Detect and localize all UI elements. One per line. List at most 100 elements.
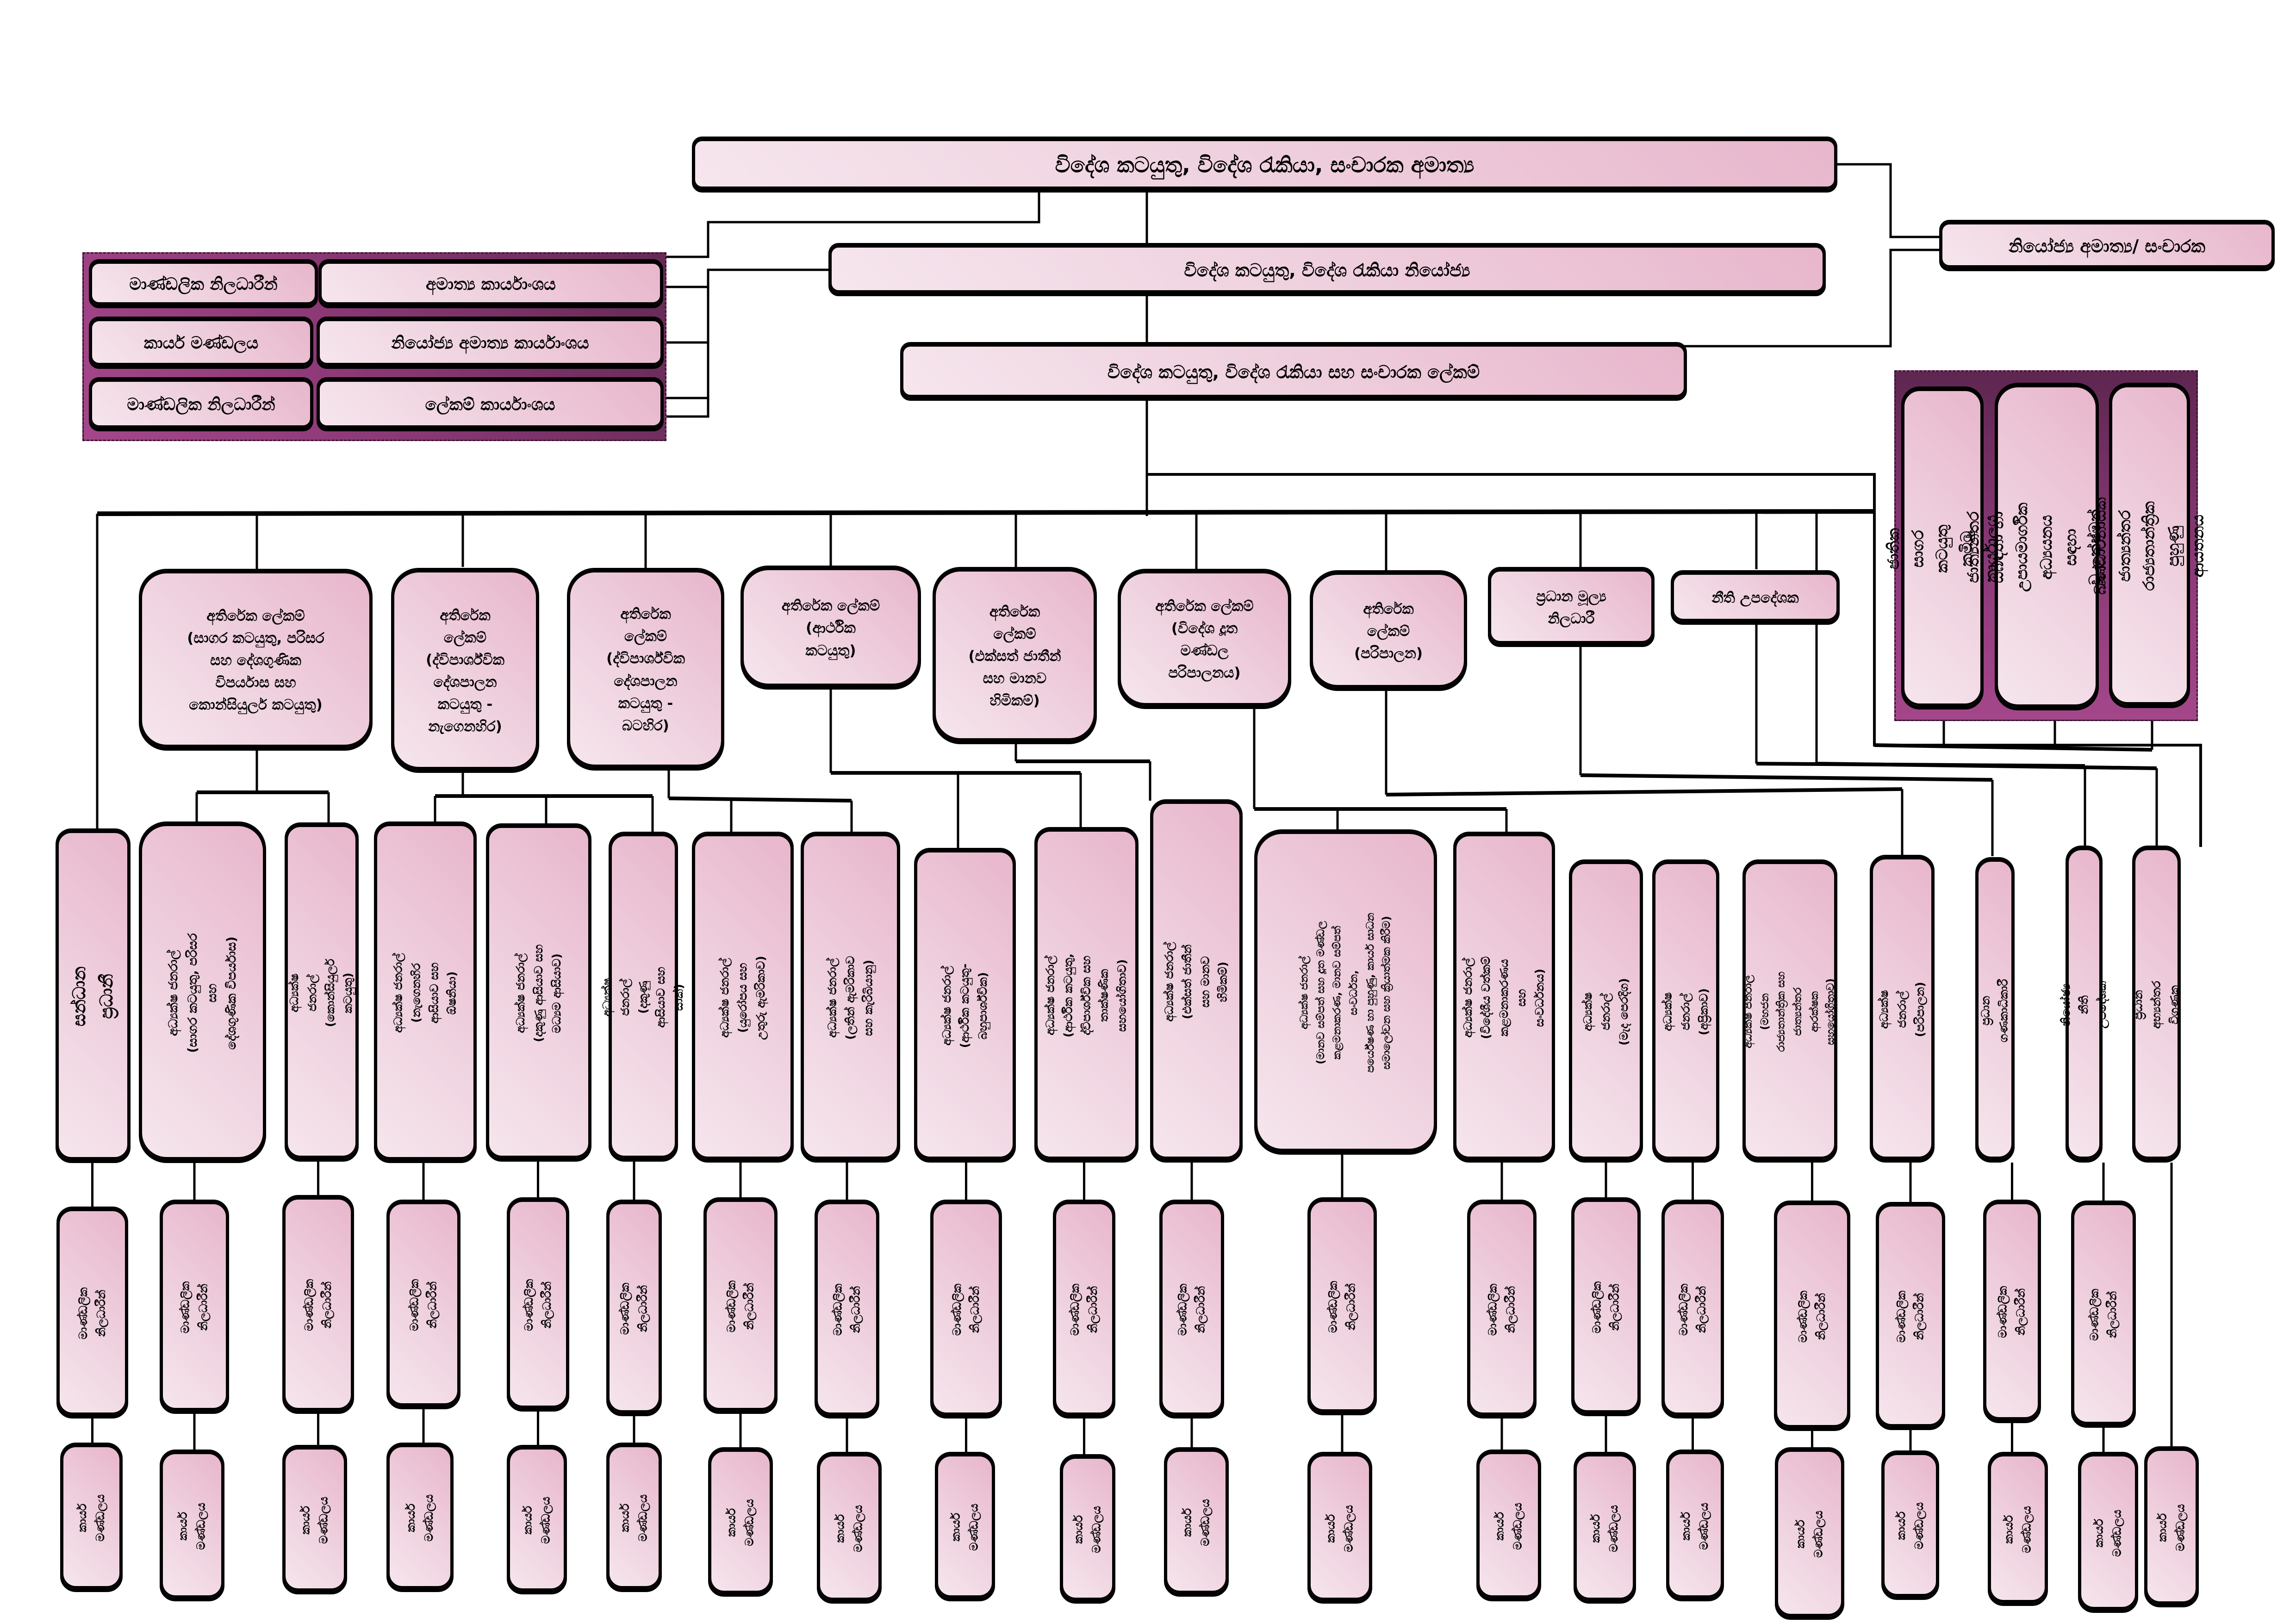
institute-box-3[interactable]: බණ්ඩාරනායක ජාත්‍යන්තර රාජ්‍යතාන්ත්‍රික ප…: [2091, 384, 2208, 708]
staff-box-10[interactable]: කාර්ය මණ්ඩලය: [1060, 1456, 1115, 1604]
label: ප්‍රධාන අභ්‍යන්තර විගණක: [2131, 981, 2181, 1029]
director-box-10[interactable]: අධ්‍යක්ෂ ජනරාල් (ආර්ථික කටයුතු, ද්විපාර්…: [1034, 828, 1139, 1163]
additional-secretary-box-4[interactable]: අතිරේක ලේකම් (ආර්ථික කටයුතු): [740, 567, 921, 690]
label: මාණ්ඩලික නිලධාරීන්: [2087, 1288, 2119, 1341]
staff-officers-box-15[interactable]: මාණ්ඩලික නිලධාරීන්: [1661, 1201, 1724, 1419]
left-panel-staff-1[interactable]: මාණ්ඩලික නිලධාරීන්: [89, 261, 318, 308]
director-box-7[interactable]: අධ්‍යක්ෂ ජනරාල් (යුරෝපය සහ උතුරු ඇමරිකාව…: [692, 833, 794, 1163]
label: අධ්‍යක්ෂ ජනරාල් (විදේශීය වත්කම් කළමනාකරණ…: [1461, 956, 1547, 1039]
additional-secretary-box-8[interactable]: ප්‍රධාන මූල්‍ය නිලධාරී: [1488, 568, 1655, 647]
staff-box-12[interactable]: කාර්ය මණ්ඩලය: [1307, 1453, 1372, 1604]
staff-box-8[interactable]: කාර්ය මණ්ඩලය: [817, 1453, 882, 1604]
director-box-9[interactable]: අධ්‍යක්ෂ ජනරාල් (ආර්ථික කටයුතු- බහුපාර්ශ…: [914, 849, 1016, 1163]
staff-officers-box-4[interactable]: මාණ්ඩලික නිලධාරීන්: [386, 1201, 460, 1409]
deputy-minister-office-box[interactable]: නියෝජ්‍ය අමාත්‍ය කාර්යාංශය: [317, 318, 664, 369]
staff-officers-box-2[interactable]: මාණ්ඩලික නිලධාරීන්: [160, 1201, 229, 1414]
staff-officers-box-14[interactable]: මාණ්ඩලික නිලධාරීන්: [1571, 1199, 1641, 1416]
staff-box-17[interactable]: කාර්ය මණ්ඩලය: [1881, 1452, 1939, 1600]
staff-officers-box-19[interactable]: මාණ්ඩලික නිලධාරීන්: [2071, 1202, 2136, 1428]
label: අතිරේක ලේකම් (ද්විපාර්ශ්වික දේශපාලන කටයු…: [426, 607, 504, 735]
director-box-2[interactable]: අධ්‍යක්ෂ ජනරාල් (සාගර කටයුතු, පරිසර සහ ද…: [139, 823, 266, 1163]
staff-officers-box-13[interactable]: මාණ්ඩලික නිලධාරීන්: [1467, 1201, 1537, 1419]
label: කාර්ය මණ්ඩලය: [724, 1499, 756, 1546]
staff-box-6[interactable]: කාර්ය මණ්ඩලය: [606, 1444, 662, 1592]
staff-box-13[interactable]: කාර්ය මණ්ඩලය: [1476, 1451, 1541, 1601]
director-box-15[interactable]: අධ්‍යක්ෂ ජනරාල් (අප්‍රිකාව): [1652, 861, 1719, 1163]
additional-secretary-box-6[interactable]: අතිරේක ලේකම් (විදේශ දූත මණ්ඩල පරිපාලනය): [1118, 570, 1291, 709]
minister-box[interactable]: විදේශ කටයුතු, විදේශ රැකියා, සංචාරක අමාත්…: [692, 138, 1837, 193]
staff-officers-box-16[interactable]: මාණ්ඩලික නිලධාරීන්: [1774, 1202, 1850, 1431]
director-box-19[interactable]: නියෝජ්‍ය නීති උපදේශක: [2059, 847, 2108, 1163]
staff-officers-box-8[interactable]: මාණ්ඩලික නිලධාරීන්: [815, 1201, 879, 1419]
staff-officers-box-17[interactable]: මාණ්ඩලික නිලධාරීන්: [1876, 1203, 1945, 1430]
staff-box-15[interactable]: කාර්ය මණ්ඩලය: [1666, 1451, 1724, 1601]
director-box-4[interactable]: අධ්‍යක්ෂ ජනරාල් (නැගෙනහිර ආසියාව සහ ඕෂනි…: [374, 823, 477, 1163]
staff-box-20[interactable]: කාර්ය මණ්ඩලය: [2144, 1448, 2199, 1607]
additional-secretary-box-2[interactable]: අතිරේක ලේකම් (ද්විපාර්ශ්වික දේශපාලන කටයු…: [391, 569, 539, 773]
label: මාණ්ඩලික නිලධාරීන්: [1326, 1281, 1357, 1333]
staff-box-5[interactable]: කාර්ය මණ්ඩලය: [507, 1446, 567, 1594]
director-box-5[interactable]: අධ්‍යක්ෂ ජනරාල් (දකුණු ආසියාව සහ මධ්‍යම …: [486, 825, 591, 1162]
additional-secretary-box-7[interactable]: අතිරේක ලේකම් (පරිපාලන): [1310, 572, 1467, 691]
additional-secretary-box-3[interactable]: අතිරේක ලේකම් (ද්විපාර්ශ්වික දේශපාලන කටයු…: [567, 569, 724, 771]
staff-box-2[interactable]: කාර්ය මණ්ඩලය: [160, 1451, 224, 1601]
left-panel-staff-3[interactable]: මාණ්ඩලික නිලධාරීන්: [89, 379, 313, 431]
director-box-16[interactable]: අධ්‍යක්ෂ ජනරාල් (මහජන රාජ්‍යතාන්ත්‍රික ස…: [1742, 861, 1837, 1163]
director-box-20[interactable]: ප්‍රධාන අභ්‍යන්තර විගණක: [2131, 847, 2181, 1163]
deputy-minister-box[interactable]: විදේශ කටයුතු, විදේශ රැකියා නියෝජ්‍ය: [828, 244, 1826, 296]
deputy-minister-tourism-label: නියෝජ්‍ය අමාත්‍ය/ සංචාරක: [2008, 236, 2206, 256]
label: ප්‍රධාන ගණකාධිකාරී: [1979, 979, 2010, 1042]
director-box-6[interactable]: අධ්‍යක්ෂ ජනරාල් (දකුණු ආසියාව සහ සාක්): [600, 833, 685, 1162]
secretary-office-box[interactable]: ලේකම් කාර්යාංශය: [317, 379, 664, 431]
secretary-box[interactable]: විදේශ කටයුතු, විදේශ රැකියා සහ සංචාරක ලේක…: [900, 343, 1687, 401]
director-box-17[interactable]: අධ්‍යක්ෂ ජනරාල් (පරිපාලන): [1870, 856, 1935, 1163]
staff-officers-box-7[interactable]: මාණ්ඩලික නිලධාරීන්: [703, 1199, 778, 1414]
staff-box-7[interactable]: කාර්ය මණ්ඩලය: [708, 1449, 773, 1597]
additional-secretary-box-1[interactable]: අතිරේක ලේකම් (සාගර කටයුතු, පරිසර සහ දේශග…: [139, 570, 373, 751]
director-box-12[interactable]: අධ්‍යක්ෂ ජනරාල් (මානව සම්පත් සහ දූත මණ්ඩ…: [1254, 831, 1437, 1155]
staff-box-18[interactable]: කාර්ය මණ්ඩලය: [1988, 1453, 2048, 1606]
deputy-minister-tourism-box[interactable]: නියෝජ්‍ය අමාත්‍ය/ සංචාරක: [1939, 221, 2275, 271]
minister-office-box[interactable]: අමාත්‍ය කාර්යාංශය: [318, 261, 663, 308]
director-box-11[interactable]: අධ්‍යක්ෂ ජනරාල් (එක්සත් ජාතීන් සහ මානව හ…: [1150, 801, 1243, 1163]
institute-box-2[interactable]: ජාත්‍යන්තර සබඳතා හා උපායමාර්ගික අධ්‍යයනය…: [1964, 384, 2129, 710]
director-box-14[interactable]: අධ්‍යක්ෂ ජනරාල් (මැද පෙරදිග): [1569, 861, 1643, 1163]
label: බණ්ඩාරනායක ජාත්‍යන්තර රාජ්‍යතාන්ත්‍රික ප…: [2091, 497, 2208, 595]
label: මාණ්ඩලික නිලධාරීන්: [831, 1283, 862, 1336]
staff-officers-box-6[interactable]: මාණ්ඩලික නිලධාරීන්: [606, 1201, 662, 1416]
additional-secretary-box-5[interactable]: අතිරේක ලේකම් (එක්සත් ජාතීන් සහ මානව හිමි…: [933, 568, 1097, 744]
label: කාර්ය මණ්ඩලය: [949, 1504, 980, 1551]
institute-box-1[interactable]: ජාතික සාගර කටයුතු කමිටු කාර්යාලය: [1884, 388, 2000, 709]
label: කාර්ය මණ්ඩලය: [299, 1497, 330, 1544]
staff-box-14[interactable]: කාර්ය මණ්ඩලය: [1574, 1453, 1636, 1604]
staff-box-1[interactable]: කාර්ය මණ්ඩලය: [60, 1444, 123, 1592]
staff-box-11[interactable]: කාර්ය මණ්ඩලය: [1164, 1449, 1229, 1597]
label: අධ්‍යක්ෂ ජනරාල් (මහජන රාජ්‍යතාන්ත්‍රික ස…: [1742, 971, 1837, 1052]
staff-officers-box-11[interactable]: මාණ්ඩලික නිලධාරීන්: [1159, 1201, 1224, 1419]
staff-box-19[interactable]: කාර්ය මණ්ඩලය: [2078, 1453, 2138, 1613]
staff-officers-box-10[interactable]: මාණ්ඩලික නිලධාරීන්: [1053, 1201, 1115, 1419]
director-box-13[interactable]: අධ්‍යක්ෂ ජනරාල් (විදේශීය වත්කම් කළමනාකරණ…: [1453, 833, 1555, 1163]
staff-officers-box-5[interactable]: මාණ්ඩලික නිලධාරීන්: [507, 1199, 569, 1412]
staff-officers-box-3[interactable]: මාණ්ඩලික නිලධාරීන්: [282, 1196, 354, 1414]
label: ලේකම් කාර්යාංශය: [425, 395, 555, 415]
label: කාර්ය මණ්ඩලය: [2155, 1504, 2187, 1551]
label: අධ්‍යක්ෂ ජනරාල් (දකුණු ආසියාව සහ මධ්‍යම …: [513, 944, 563, 1042]
staff-box-16[interactable]: කාර්ය මණ්ඩලය: [1775, 1449, 1844, 1620]
staff-box-9[interactable]: කාර්ය මණ්ඩලය: [935, 1453, 995, 1601]
staff-box-4[interactable]: කාර්ය මණ්ඩලය: [386, 1444, 454, 1592]
additional-secretary-box-9[interactable]: නීති උපදේශක: [1671, 572, 1840, 625]
staff-officers-box-18[interactable]: මාණ්ඩලික නිලධාරීන්: [1983, 1201, 2041, 1423]
director-box-8[interactable]: අධ්‍යක්ෂ ජනරාල් (ලතින් ඇමරිකාව සහ කැරිබි…: [801, 833, 900, 1163]
director-box-3[interactable]: අධ්‍යක්ෂ ජනරාල් (කොන්සියුලර් කටයුතු): [285, 824, 359, 1162]
director-box-1[interactable]: සන්ධාන ප්‍රධානී: [56, 830, 131, 1163]
deputy-minister-label: විදේශ කටයුතු, විදේශ රැකියා නියෝජ්‍ය: [1184, 260, 1470, 280]
left-panel-staff-2[interactable]: කාර්ය මණ්ඩලය: [89, 318, 313, 369]
staff-officers-box-1[interactable]: මාණ්ඩලික නිලධාරීන්: [56, 1208, 128, 1419]
label: අතිරේක ලේකම් (පරිපාලන): [1354, 600, 1423, 662]
director-box-18[interactable]: ප්‍රධාන ගණකාධිකාරී: [1975, 859, 2015, 1163]
staff-officers-box-9[interactable]: මාණ්ඩලික නිලධාරීන්: [930, 1201, 1002, 1419]
staff-box-3[interactable]: කාර්ය මණ්ඩලය: [282, 1446, 347, 1594]
label: අතිරේක ලේකම් (සාගර කටයුතු, පරිසර සහ දේශග…: [187, 607, 324, 714]
staff-officers-box-12[interactable]: මාණ්ඩලික නිලධාරීන්: [1307, 1199, 1377, 1415]
